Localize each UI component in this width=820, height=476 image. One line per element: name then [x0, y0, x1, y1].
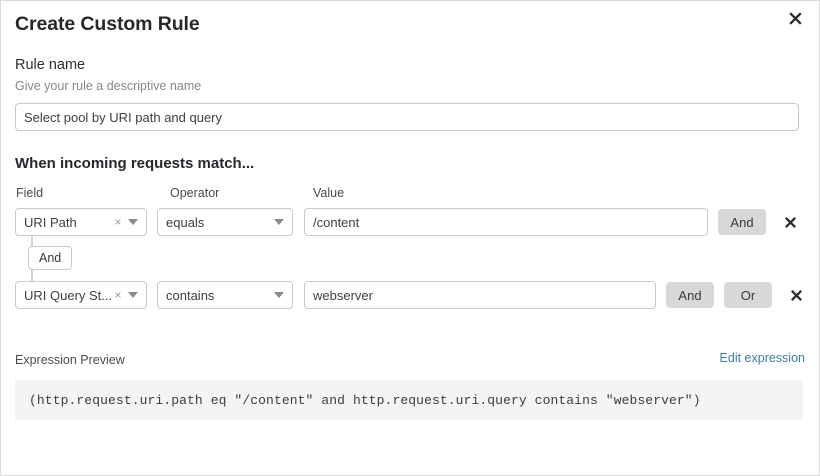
table-row: URI Query St... × contains And Or	[15, 281, 805, 309]
field-select-1-value: URI Path	[24, 214, 77, 230]
chevron-down-icon	[274, 219, 284, 225]
expression-preview-box: (http.request.uri.path eq "/content" and…	[15, 380, 803, 420]
rule-name-block: Rule name Give your rule a descriptive n…	[15, 55, 805, 131]
value-input-2[interactable]	[304, 281, 656, 309]
close-button[interactable]	[784, 7, 806, 29]
clear-icon[interactable]: ×	[114, 288, 122, 302]
operator-select-2-value: contains	[166, 287, 215, 303]
or-button-row-2[interactable]: Or	[724, 282, 772, 308]
rule-builder: And URI Path × equals And URI Qu	[15, 208, 805, 309]
column-header-value: Value	[313, 186, 345, 200]
close-icon	[784, 216, 796, 228]
field-select-2-value: URI Query St...	[24, 287, 112, 303]
operator-select-2[interactable]: contains	[157, 281, 293, 309]
field-select-2[interactable]: URI Query St... ×	[15, 281, 147, 309]
edit-expression-link[interactable]: Edit expression	[719, 351, 805, 365]
value-input-1[interactable]	[304, 208, 708, 236]
delete-row-2-button[interactable]	[786, 285, 806, 305]
and-button-row-2[interactable]: And	[666, 282, 714, 308]
table-row: URI Path × equals And	[15, 208, 805, 236]
chevron-down-icon	[128, 219, 138, 225]
expression-preview-label: Expression Preview	[15, 353, 125, 367]
and-button-row-1[interactable]: And	[718, 209, 766, 235]
operator-select-1[interactable]: equals	[157, 208, 293, 236]
page-title: Create Custom Rule	[15, 12, 200, 35]
close-icon	[788, 11, 802, 25]
column-header-operator: Operator	[170, 186, 220, 200]
column-headers: Field Operator Value	[15, 186, 805, 208]
row-connector-and-badge[interactable]: And	[28, 246, 73, 270]
close-icon	[790, 289, 802, 301]
field-select-1[interactable]: URI Path ×	[15, 208, 147, 236]
clear-icon[interactable]: ×	[114, 215, 122, 229]
expression-text: (http.request.uri.path eq "/content" and…	[29, 392, 701, 408]
rule-name-hint: Give your rule a descriptive name	[15, 79, 202, 93]
expression-preview-header: Expression Preview Edit expression	[15, 351, 805, 371]
rule-name-label: Rule name	[15, 57, 86, 73]
chevron-down-icon	[128, 292, 138, 298]
column-header-field: Field	[16, 186, 44, 200]
match-section-title: When incoming requests match...	[15, 155, 255, 172]
operator-select-1-value: equals	[166, 214, 205, 230]
dialog-header: Create Custom Rule	[15, 1, 805, 47]
rule-name-input[interactable]	[15, 103, 799, 131]
chevron-down-icon	[274, 292, 284, 298]
delete-row-1-button[interactable]	[780, 212, 800, 232]
